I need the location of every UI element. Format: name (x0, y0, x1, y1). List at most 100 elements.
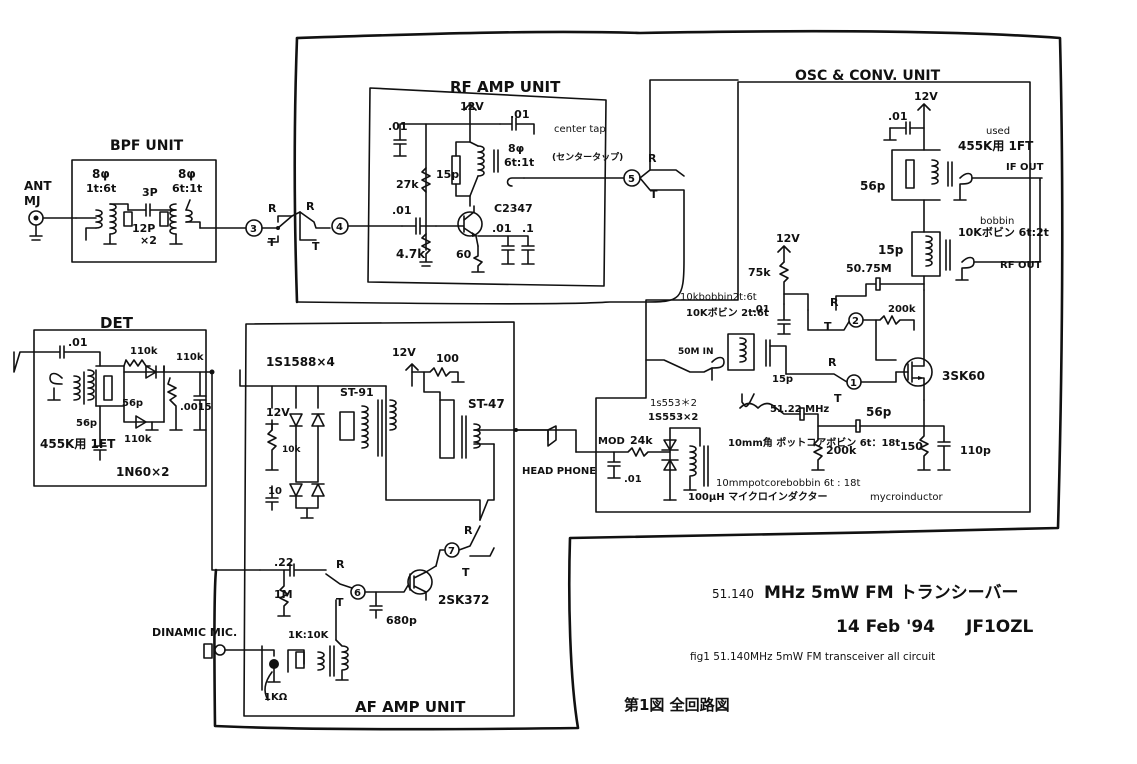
osc-res-200k: 200k (826, 444, 857, 457)
transceiver-enclosure (213, 29, 1064, 731)
rf-amp-unit-title: RF AMP UNIT (450, 78, 561, 96)
bpf-unit-title: BPF UNIT (110, 138, 184, 154)
af-diodes: 1S1588×4 (266, 355, 335, 369)
rf-coil-ratio: 6t:1t (504, 156, 534, 169)
af-trans-in: ST-91 (340, 386, 374, 399)
osc-sw-50m: 50M IN (678, 347, 714, 357)
osc-rf-out: RF OUT (1000, 260, 1042, 271)
osc-inductor-label: 100μH マイクロインダクター (688, 490, 827, 503)
rf-amp-circuit (393, 103, 625, 273)
af-res-1k: 1KΩ (264, 692, 288, 703)
af-mic: DINAMIC MIC. (152, 626, 237, 639)
antenna-input: ANT MJ (24, 179, 77, 241)
fig-caption: fig1 51.140MHz 5mW FM transceiver all ci… (690, 651, 935, 663)
osc-cap-top: .01 (888, 110, 908, 123)
det-ift-label: 455K用 1FT (40, 437, 116, 451)
det-cap-0015: .0015 (180, 402, 212, 413)
osc-cap-15p-b: 15p (772, 374, 793, 385)
svg-text:6: 6 (354, 588, 361, 599)
svg-text:T: T (312, 240, 320, 253)
rf-res-emitter: 60 (456, 248, 472, 261)
rf-cap-emitter-b: .1 (522, 222, 534, 235)
switch-4: 4 (331, 217, 403, 235)
rf-coil-size: 8φ (508, 142, 524, 155)
rf-transistor: C2347 (494, 202, 533, 215)
switch-3: 3 R T (245, 202, 301, 249)
af-cap-680p: 680p (386, 614, 417, 627)
osc-link-wire (649, 79, 739, 171)
osc-cap-15p: 15p (878, 243, 904, 257)
svg-text:R: R (648, 152, 657, 165)
ant-label: ANT (24, 179, 52, 193)
det-cap-in: .01 (68, 336, 88, 349)
af-headphone: HEAD PHONE (522, 466, 596, 477)
osc-res-200k-top: 200k (888, 304, 916, 315)
det-unit-box (33, 329, 207, 487)
osc-diode-label: 1S553×2 (648, 412, 698, 423)
rf-cap-tank: 15p (436, 168, 459, 181)
svg-text:T: T (650, 188, 658, 201)
osc-supply-left: 12V (776, 232, 800, 245)
svg-text:5: 5 (628, 174, 635, 185)
enclosure-left-segment (293, 36, 299, 304)
osc-bobbin2-label: 10Kボビン 2t:6t (686, 306, 769, 319)
bpf-coil-2 (159, 199, 201, 245)
svg-text:T: T (834, 392, 842, 405)
svg-text:1: 1 (850, 378, 857, 389)
svg-text:R: R (464, 524, 473, 537)
osc-res-24k: 24k (630, 434, 653, 447)
osc-bobbin2-note: 10kbobbin2t:6t (680, 292, 757, 303)
af-res-1m: 1M (274, 588, 293, 601)
af-amp-unit-box (243, 321, 515, 717)
osc-fet: 3SK60 (942, 369, 985, 383)
det-diodes: 1N60×2 (116, 465, 170, 479)
osc-cap-01: .01 (752, 304, 770, 315)
rf-res-base: 4.7k (396, 247, 426, 261)
osc-cap-56p: 56p (866, 405, 892, 419)
det-res-c: 110k (124, 434, 152, 445)
bpf-series-capacitor (127, 203, 171, 217)
title-freq-hand: MHz 5mW FM トランシーバー (764, 583, 1018, 603)
bpf-coil2-size: 8φ (178, 167, 196, 181)
fig-caption-jp: 第1図 全回路図 (624, 696, 730, 714)
af-supply: 12V (392, 346, 416, 359)
osc-conv-unit-box (595, 81, 1031, 513)
osc-conv-circuit: R T 2 1 R T (575, 103, 1043, 501)
bpf-coil2-ratio: 6t:1t (172, 182, 202, 195)
osc-diode-note: 1s553＊2 (650, 398, 697, 409)
rf-cap-input: .01 (392, 204, 412, 217)
bpf-series-cap: 3P (142, 186, 158, 199)
osc-crystal-label: 50.75M (846, 262, 892, 275)
af-cap-22: .22 (274, 556, 294, 569)
af-res-10k: 10k (282, 445, 302, 455)
svg-text:R: R (828, 356, 837, 369)
bpf-unit-box (71, 159, 217, 263)
svg-text:T: T (336, 596, 344, 609)
af-trans-out: ST-47 (468, 397, 505, 411)
bpf-coil1-ratio: 1t:6t (86, 182, 116, 195)
rf-res-bias: 27k (396, 178, 419, 191)
rf-center-tap-note: center tap (554, 124, 606, 135)
title-freq-typed: 51.140 (712, 587, 754, 601)
osc-ift-used: used (986, 126, 1010, 137)
af-amp-circuit: R T 6 7 R T (203, 363, 577, 701)
svg-text:4: 4 (336, 222, 343, 233)
osc-pot-note: 10mmpotcorebobbin 6t : 18t (716, 478, 860, 489)
switch-5: 5 R T (296, 152, 685, 305)
af-mic-trans: 1K:10K (288, 630, 330, 641)
svg-text:2: 2 (852, 316, 859, 327)
svg-text:R: R (830, 296, 839, 309)
osc-cap-110p: 110p (960, 444, 991, 457)
rf-cap-bypass: .01 (510, 108, 530, 121)
rf-center-tap-jp: (センタータップ) (552, 151, 623, 163)
svg-text:T: T (824, 320, 832, 333)
svg-text:R: R (306, 200, 315, 213)
osc-cap-ift: 56p (860, 179, 886, 193)
svg-text:3: 3 (250, 224, 257, 235)
det-cap-56p-b: 56p (76, 418, 97, 429)
osc-res-150: 150 (900, 440, 923, 453)
title-callsign: JF1OZL (965, 617, 1034, 637)
ant-connector-label: MJ (24, 194, 40, 208)
osc-mod: MOD (598, 436, 625, 447)
osc-pot-label: 10mm角 ポットコアボビン 6t：18t (728, 436, 900, 449)
